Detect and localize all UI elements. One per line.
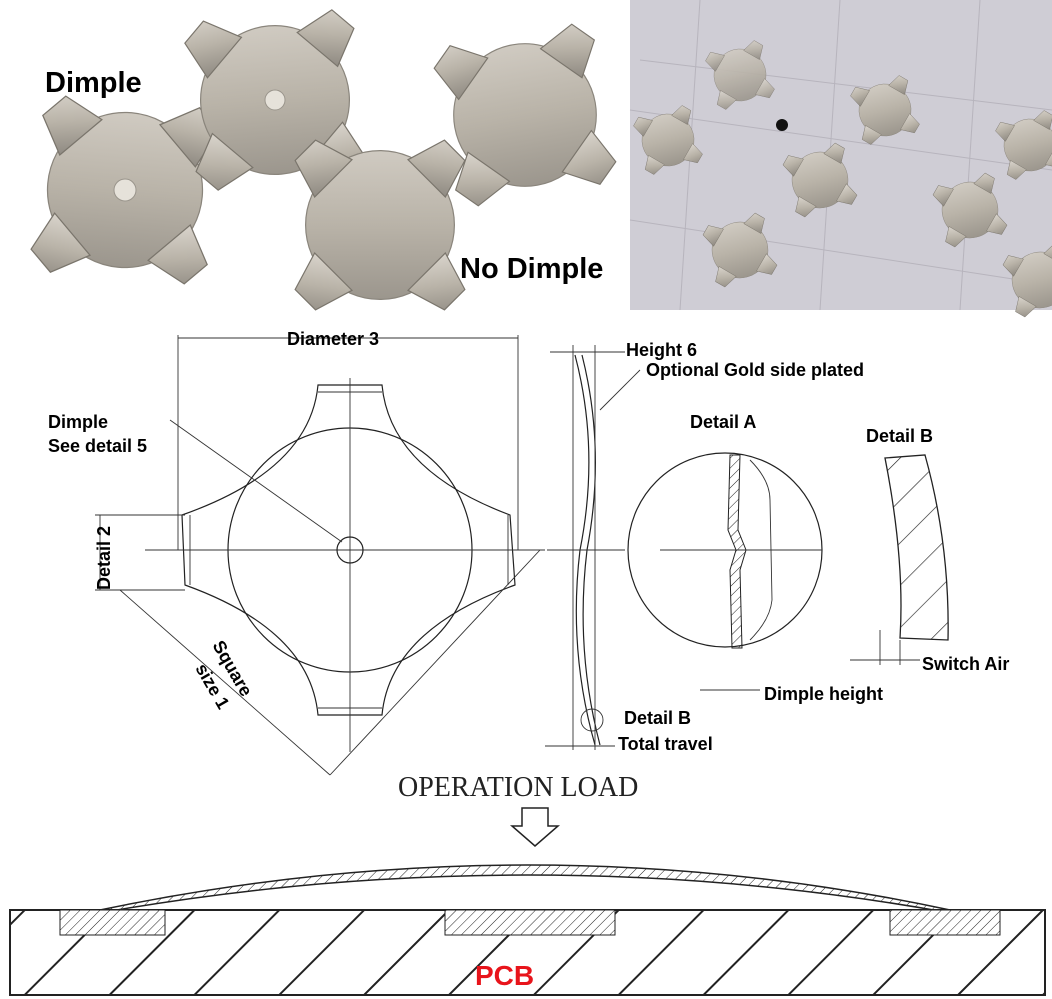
center-contact-pad [444,909,616,936]
detail2-label: Detail 2 [94,526,114,590]
total-travel-label: Total travel [618,734,713,754]
dimple-circle [336,536,364,564]
load-arrow-icon [509,807,561,847]
switch-air-label: Switch Air [922,654,1009,674]
top-view-drawing: Diameter 3 Dimple See detail 5 Detail 2 … [48,329,545,776]
detail-b-drawing: Detail B Switch Air [850,426,1009,674]
dimple-height-label: Dimple height [764,684,883,704]
operation-load-title: OPERATION LOAD [398,772,638,803]
dome-cross-section [97,864,953,913]
diameter-label: Diameter 3 [287,329,379,349]
gold-plated-label: Optional Gold side plated [646,360,864,380]
dimple-callout-line2: See detail 5 [48,436,147,456]
detail-a-drawing: Detail A Dimple height [627,412,883,704]
dimple-icon [113,178,137,202]
pcb-label: PCB [475,960,534,991]
side-view-drawing: Height 6 Optional Gold side plated Detai… [545,340,864,754]
detail-b-title: Detail B [866,426,933,446]
detail-b-callout: Detail B [624,708,691,728]
operation-load-section: OPERATION LOAD PCB [9,772,1046,996]
dome-photo: Dimple No Dimple [0,0,667,375]
dome-array-photo [617,0,1052,335]
dimple-callout-line1: Dimple [48,412,108,432]
height-label: Height 6 [626,340,697,360]
vent-hole [776,119,788,131]
no-dimple-label: No Dimple [460,253,603,285]
dimple-label: Dimple [45,67,142,99]
detail-a-title: Detail A [690,412,756,432]
